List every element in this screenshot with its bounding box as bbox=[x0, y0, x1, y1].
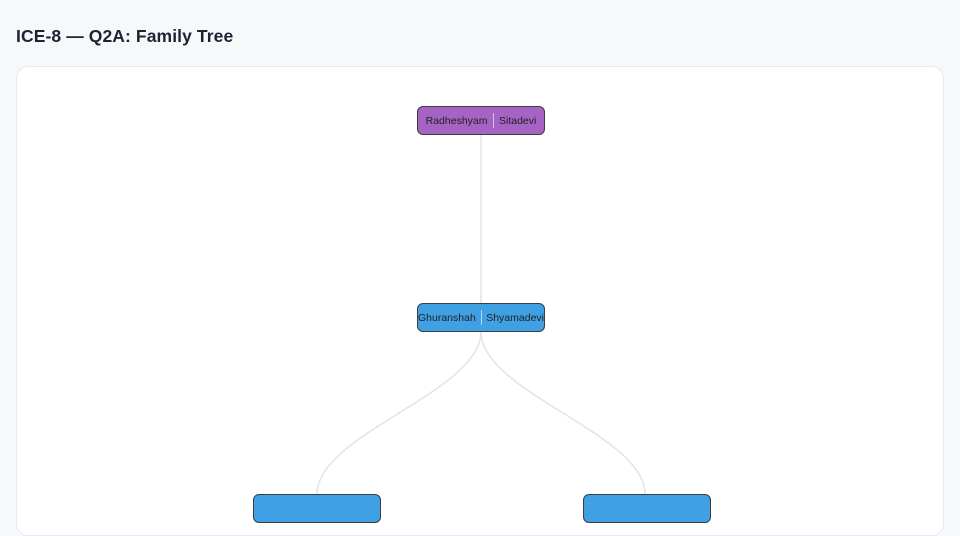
couple-node-gen2[interactable]: Ghuranshah Shyamadevi bbox=[417, 303, 545, 332]
tree-link-right-child bbox=[481, 332, 645, 494]
husband-name: Radheshyam bbox=[426, 115, 488, 127]
wife-name: Sitadevi bbox=[499, 115, 536, 127]
family-tree-canvas: Radheshyam Sitadevi Ghuranshah Shyamadev… bbox=[16, 66, 944, 536]
husband-name: Ghuranshah bbox=[418, 312, 476, 324]
couple-node-gen3-right[interactable] bbox=[583, 494, 711, 523]
couple-node-gen3-left[interactable] bbox=[253, 494, 381, 523]
wife-name: Shyamadevi bbox=[486, 312, 544, 324]
couple-node-gen1[interactable]: Radheshyam Sitadevi bbox=[417, 106, 545, 135]
page-title: ICE-8 — Q2A: Family Tree bbox=[16, 26, 233, 47]
tree-link-left-child bbox=[317, 332, 481, 494]
name-divider bbox=[493, 113, 495, 128]
